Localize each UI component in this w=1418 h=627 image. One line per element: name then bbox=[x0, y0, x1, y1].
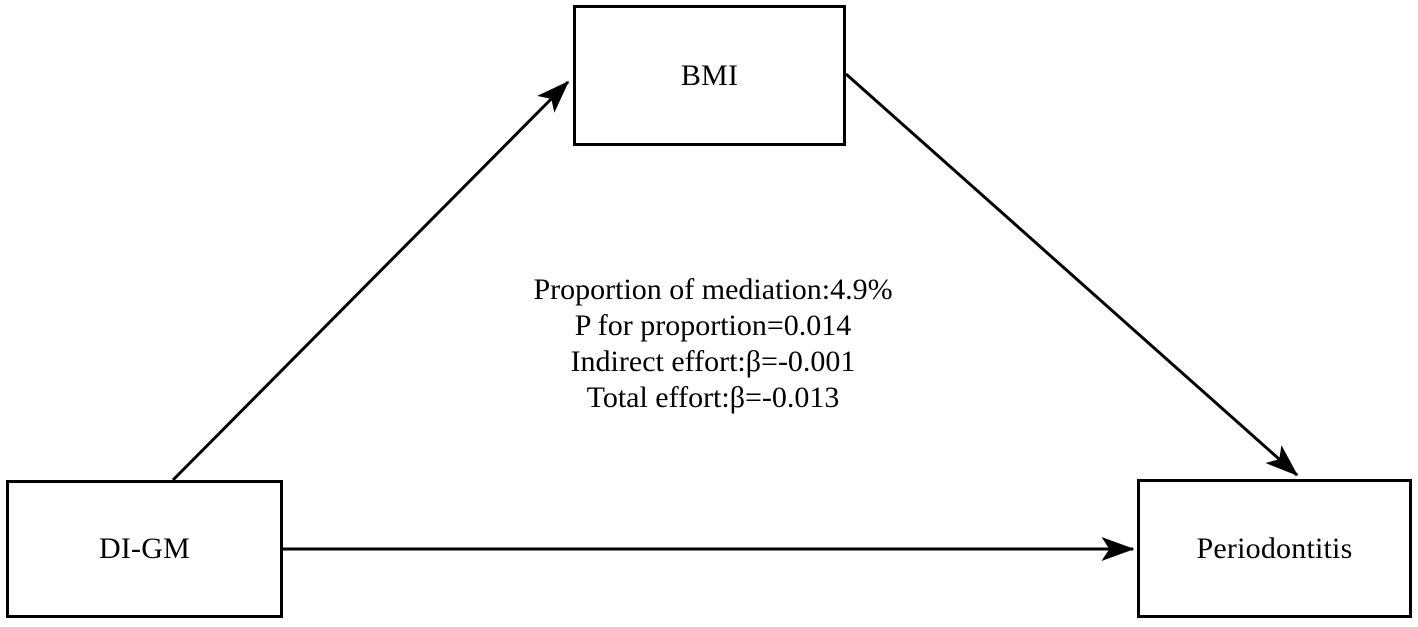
edge-digm-to-bmi bbox=[171, 80, 570, 482]
stat-proportion-of-mediation: Proportion of mediation:4.9% bbox=[533, 273, 893, 306]
node-bmi: BMI bbox=[573, 5, 846, 146]
node-periodontitis-label: Periodontitis bbox=[1196, 531, 1353, 565]
node-periodontitis: Periodontitis bbox=[1137, 479, 1412, 618]
stat-total-effect: Total effort:β=-0.013 bbox=[586, 381, 840, 414]
mediation-statistics: Proportion of mediation:4.9% P for propo… bbox=[433, 272, 993, 416]
node-bmi-label: BMI bbox=[680, 58, 739, 92]
edge-bmi-to-periodontitis bbox=[845, 72, 1299, 477]
node-digm: DI-GM bbox=[6, 480, 283, 618]
stat-indirect-effect: Indirect effort:β=-0.001 bbox=[570, 345, 856, 378]
node-digm-label: DI-GM bbox=[99, 532, 190, 565]
stat-p-for-proportion: P for proportion=0.014 bbox=[574, 309, 852, 342]
